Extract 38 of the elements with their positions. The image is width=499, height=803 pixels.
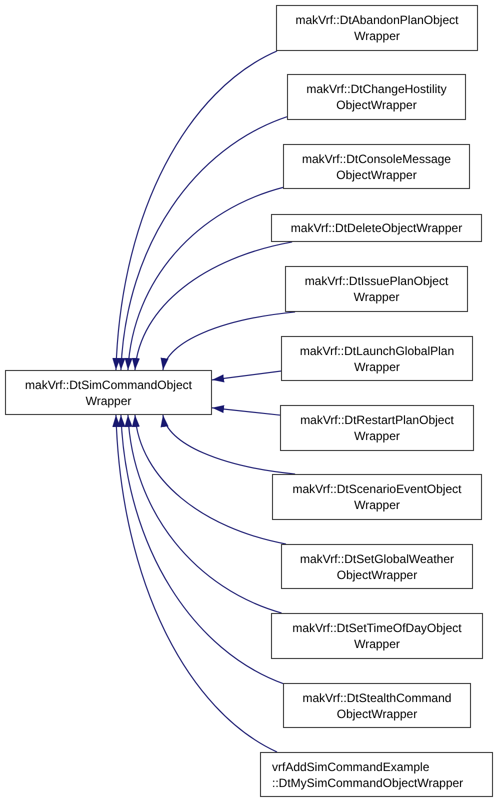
class-box <box>281 544 473 589</box>
inheritance-arrow <box>162 311 296 370</box>
class-name: makVrf::DtChangeHostility ObjectWrapper <box>305 81 448 113</box>
class-box <box>271 613 483 659</box>
inheritance-arrow <box>125 186 284 370</box>
class-box <box>260 752 493 797</box>
class-name: makVrf::DtSimCommandObject Wrapper <box>24 376 193 408</box>
class-box <box>281 336 473 381</box>
class-name: makVrf::DtSetTimeOfDayObject Wrapper <box>291 620 463 652</box>
class-box <box>271 214 482 242</box>
class-box <box>283 683 471 728</box>
class-box <box>280 405 474 451</box>
inheritance-arrow <box>125 414 282 614</box>
inheritance-arrow <box>212 370 282 382</box>
class-name: makVrf::DtIssuePlanObject Wrapper <box>304 273 450 305</box>
class-box <box>276 5 478 51</box>
class-box <box>285 266 468 312</box>
class-box <box>283 144 470 189</box>
class-name: makVrf::DtConsoleMessage ObjectWrapper <box>301 150 452 182</box>
class-name: makVrf::DtRestartPlanObject Wrapper <box>299 412 455 444</box>
class-name: makVrf::DtDeleteObjectWrapper <box>290 220 462 236</box>
class-box <box>287 74 466 120</box>
class-name: vrfAddSimCommandExample ::DtMySimCommandObjectWrapper <box>272 758 464 790</box>
inheritance-arrow <box>118 414 284 684</box>
class-name: makVrf::DtSetGlobalWeather ObjectWrapper <box>298 550 456 582</box>
inheritance-arrow <box>118 116 288 370</box>
inheritance-arrow <box>132 241 292 370</box>
inheritance-arrow <box>112 414 278 752</box>
inheritance-arrow <box>112 50 278 370</box>
inheritance-arrow <box>162 414 296 475</box>
class-name: makVrf::DtScenarioEventObject Wrapper <box>292 481 462 513</box>
inheritance-arrow <box>132 414 286 545</box>
class-box <box>272 474 482 520</box>
class-name: makVrf::DtAbandonPlanObject Wrapper <box>294 12 460 44</box>
class-name: makVrf::DtStealthCommand ObjectWrapper <box>302 690 452 722</box>
class-name: makVrf::DtLaunchGlobalPlan Wrapper <box>298 342 456 374</box>
class-box <box>5 370 212 415</box>
inheritance-arrow <box>212 405 280 416</box>
